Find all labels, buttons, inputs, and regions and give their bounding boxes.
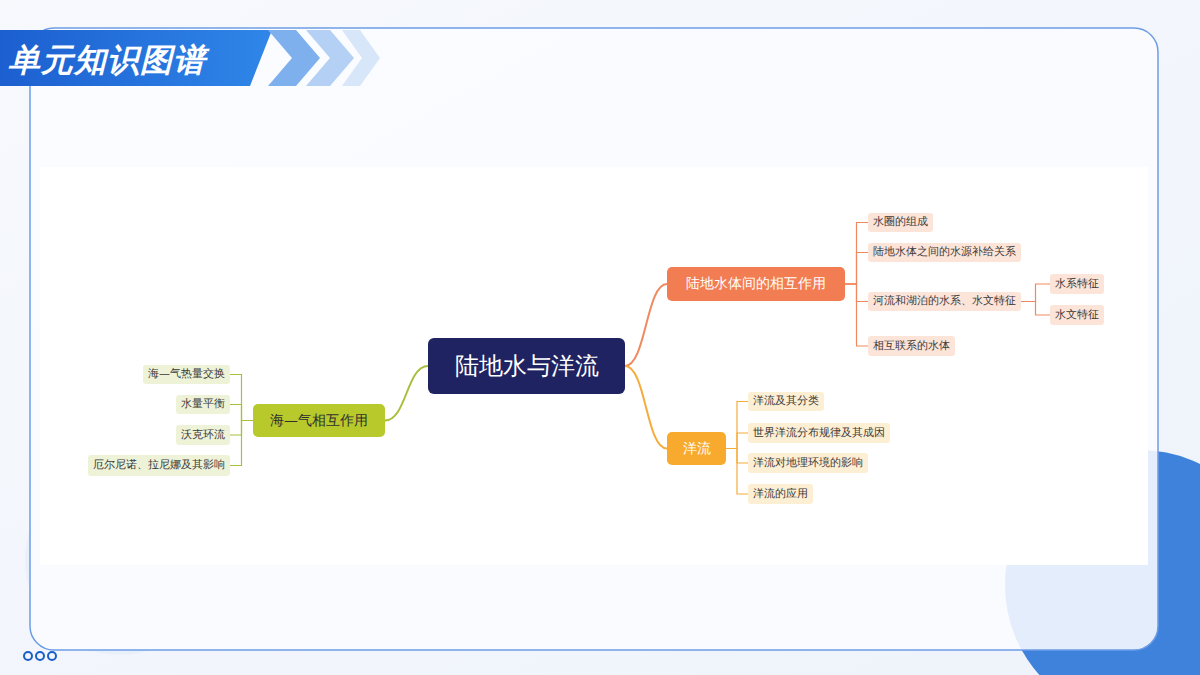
leaf-topic: 世界洋流分布规律及其成因 [748,423,890,443]
branch-connector [1021,284,1050,302]
branch-connector [726,449,748,495]
branch-connector [230,375,253,421]
branch-connector [726,433,748,449]
header-chevron [268,30,320,86]
branch-connector [726,402,748,449]
topic-text: 相互联系的水体 [873,340,950,352]
decor-dot [36,652,44,660]
branch-connector [845,284,868,302]
branch-connector [1021,302,1050,316]
topic-text: 河流和湖泊的水系、水文特征 [873,295,1016,307]
branch-topic: 洋流 [667,432,726,465]
leaf-topic: 海—气热量交换 [143,365,230,384]
topic-text: 海—气相互作用 [270,413,368,428]
header-banner [0,30,272,86]
topic-text: 洋流的应用 [753,488,808,500]
header-chevron [306,30,354,86]
leaf-topic: 厄尔尼诺、拉尼娜及其影响 [88,455,230,476]
topic-text: 水系特征 [1055,278,1099,290]
slide-title: 单元知识图谱 [8,34,206,86]
topic-text: 水量平衡 [181,398,225,410]
branch-connector [845,223,868,285]
branch-connector [845,253,868,285]
topic-text: 陆地水体之间的水源补给关系 [873,246,1016,258]
branch-connector [230,421,253,436]
leaf-topic: 河流和湖泊的水系、水文特征 [868,292,1021,311]
topic-text: 水圈的组成 [873,216,928,228]
branch-connector [625,284,667,366]
topic-text: 水文特征 [1055,309,1099,321]
branch-connector [726,449,748,464]
topic-text: 洋流 [683,441,711,456]
decor-dot [24,652,32,660]
branch-topic: 海—气相互作用 [253,404,385,437]
slide-frame [30,28,1158,650]
header-chevron [342,30,380,86]
leaf-topic: 水量平衡 [176,395,230,414]
branch-connector [230,405,253,421]
topic-text: 海—气热量交换 [148,368,225,380]
leaf-topic: 洋流及其分类 [748,392,824,411]
leaf-topic: 水文特征 [1050,305,1104,325]
topic-text: 洋流及其分类 [753,395,819,407]
leaf-topic: 水圈的组成 [868,213,933,232]
leaf-topic: 水系特征 [1050,274,1104,294]
root-topic: 陆地水与洋流 [428,338,625,394]
branch-connector [625,366,667,449]
topic-text: 沃克环流 [181,429,225,441]
diagram-panel [40,167,1148,565]
branch-connector [230,421,253,466]
branch-connector [385,366,428,421]
topic-text: 洋流对地理环境的影响 [753,457,863,469]
topic-text: 陆地水与洋流 [455,353,599,379]
topic-text: 世界洋流分布规律及其成因 [753,427,885,439]
topic-text: 陆地水体间的相互作用 [686,276,826,291]
decor-dot [48,652,56,660]
leaf-topic: 陆地水体之间的水源补给关系 [868,243,1021,262]
topic-text: 厄尔尼诺、拉尼娜及其影响 [93,459,225,471]
branch-topic: 陆地水体间的相互作用 [667,267,845,301]
leaf-topic: 相互联系的水体 [868,336,955,356]
leaf-topic: 沃克环流 [176,425,230,445]
leaf-topic: 洋流的应用 [748,484,813,504]
branch-connector [845,284,868,346]
leaf-topic: 洋流对地理环境的影响 [748,453,868,473]
